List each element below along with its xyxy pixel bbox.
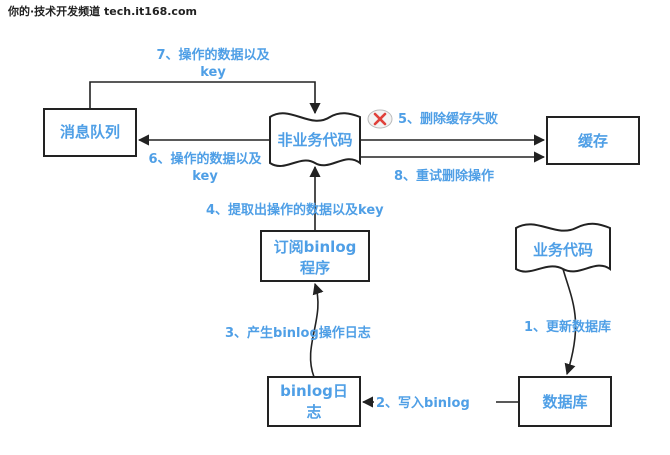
- node-message-queue: 消息队列: [43, 108, 137, 157]
- edge-step8-label: 8、重试删除操作: [394, 168, 494, 184]
- binlog-log-label-line1: binlog日: [280, 382, 348, 400]
- node-database: 数据库: [518, 376, 612, 427]
- business-code-label: 业务代码: [533, 241, 593, 259]
- node-cache: 缓存: [546, 116, 640, 165]
- node-non-business-code: 非业务代码: [269, 112, 361, 167]
- binlog-log-label-line2: 志: [306, 403, 321, 421]
- edge-step7-label-line2: key: [200, 65, 226, 80]
- edge-step7-label-line1: 7、操作的数据以及: [156, 47, 270, 63]
- edge-step3-arrow: [309, 282, 324, 378]
- edge-step7-arrow: [89, 81, 321, 115]
- node-binlog-subscriber: 订阅binlog 程序: [260, 230, 370, 282]
- database-label: 数据库: [542, 393, 587, 411]
- node-business-code: 业务代码: [515, 222, 611, 273]
- message-queue-label: 消息队列: [60, 123, 120, 141]
- node-binlog-log: binlog日 志: [267, 376, 361, 427]
- edge-step6-label-line1: 6、操作的数据以及: [148, 151, 262, 167]
- edge-step1-label: 1、更新数据库: [524, 319, 611, 335]
- edge-step4-label: 4、提取出操作的数据以及key: [206, 202, 384, 218]
- subscriber-label-line1: 订阅binlog: [274, 238, 357, 256]
- cache-label: 缓存: [578, 132, 608, 150]
- edge-step5-label: 5、删除缓存失败: [398, 111, 498, 127]
- watermark: 你的·技术开发频道 tech.it168.com: [7, 4, 197, 18]
- edge-step2-label: 2、写入binlog: [376, 396, 470, 411]
- subscriber-label-line2: 程序: [300, 259, 330, 277]
- edge-step6-label-line2: key: [192, 169, 218, 184]
- edge-step1-arrow: [562, 268, 577, 376]
- edge-step3-label: 3、产生binlog操作日志: [225, 325, 371, 341]
- non-business-code-label: 非业务代码: [277, 131, 352, 149]
- error-x-icon: [367, 109, 393, 129]
- edge-step2-label-bg: [374, 392, 496, 412]
